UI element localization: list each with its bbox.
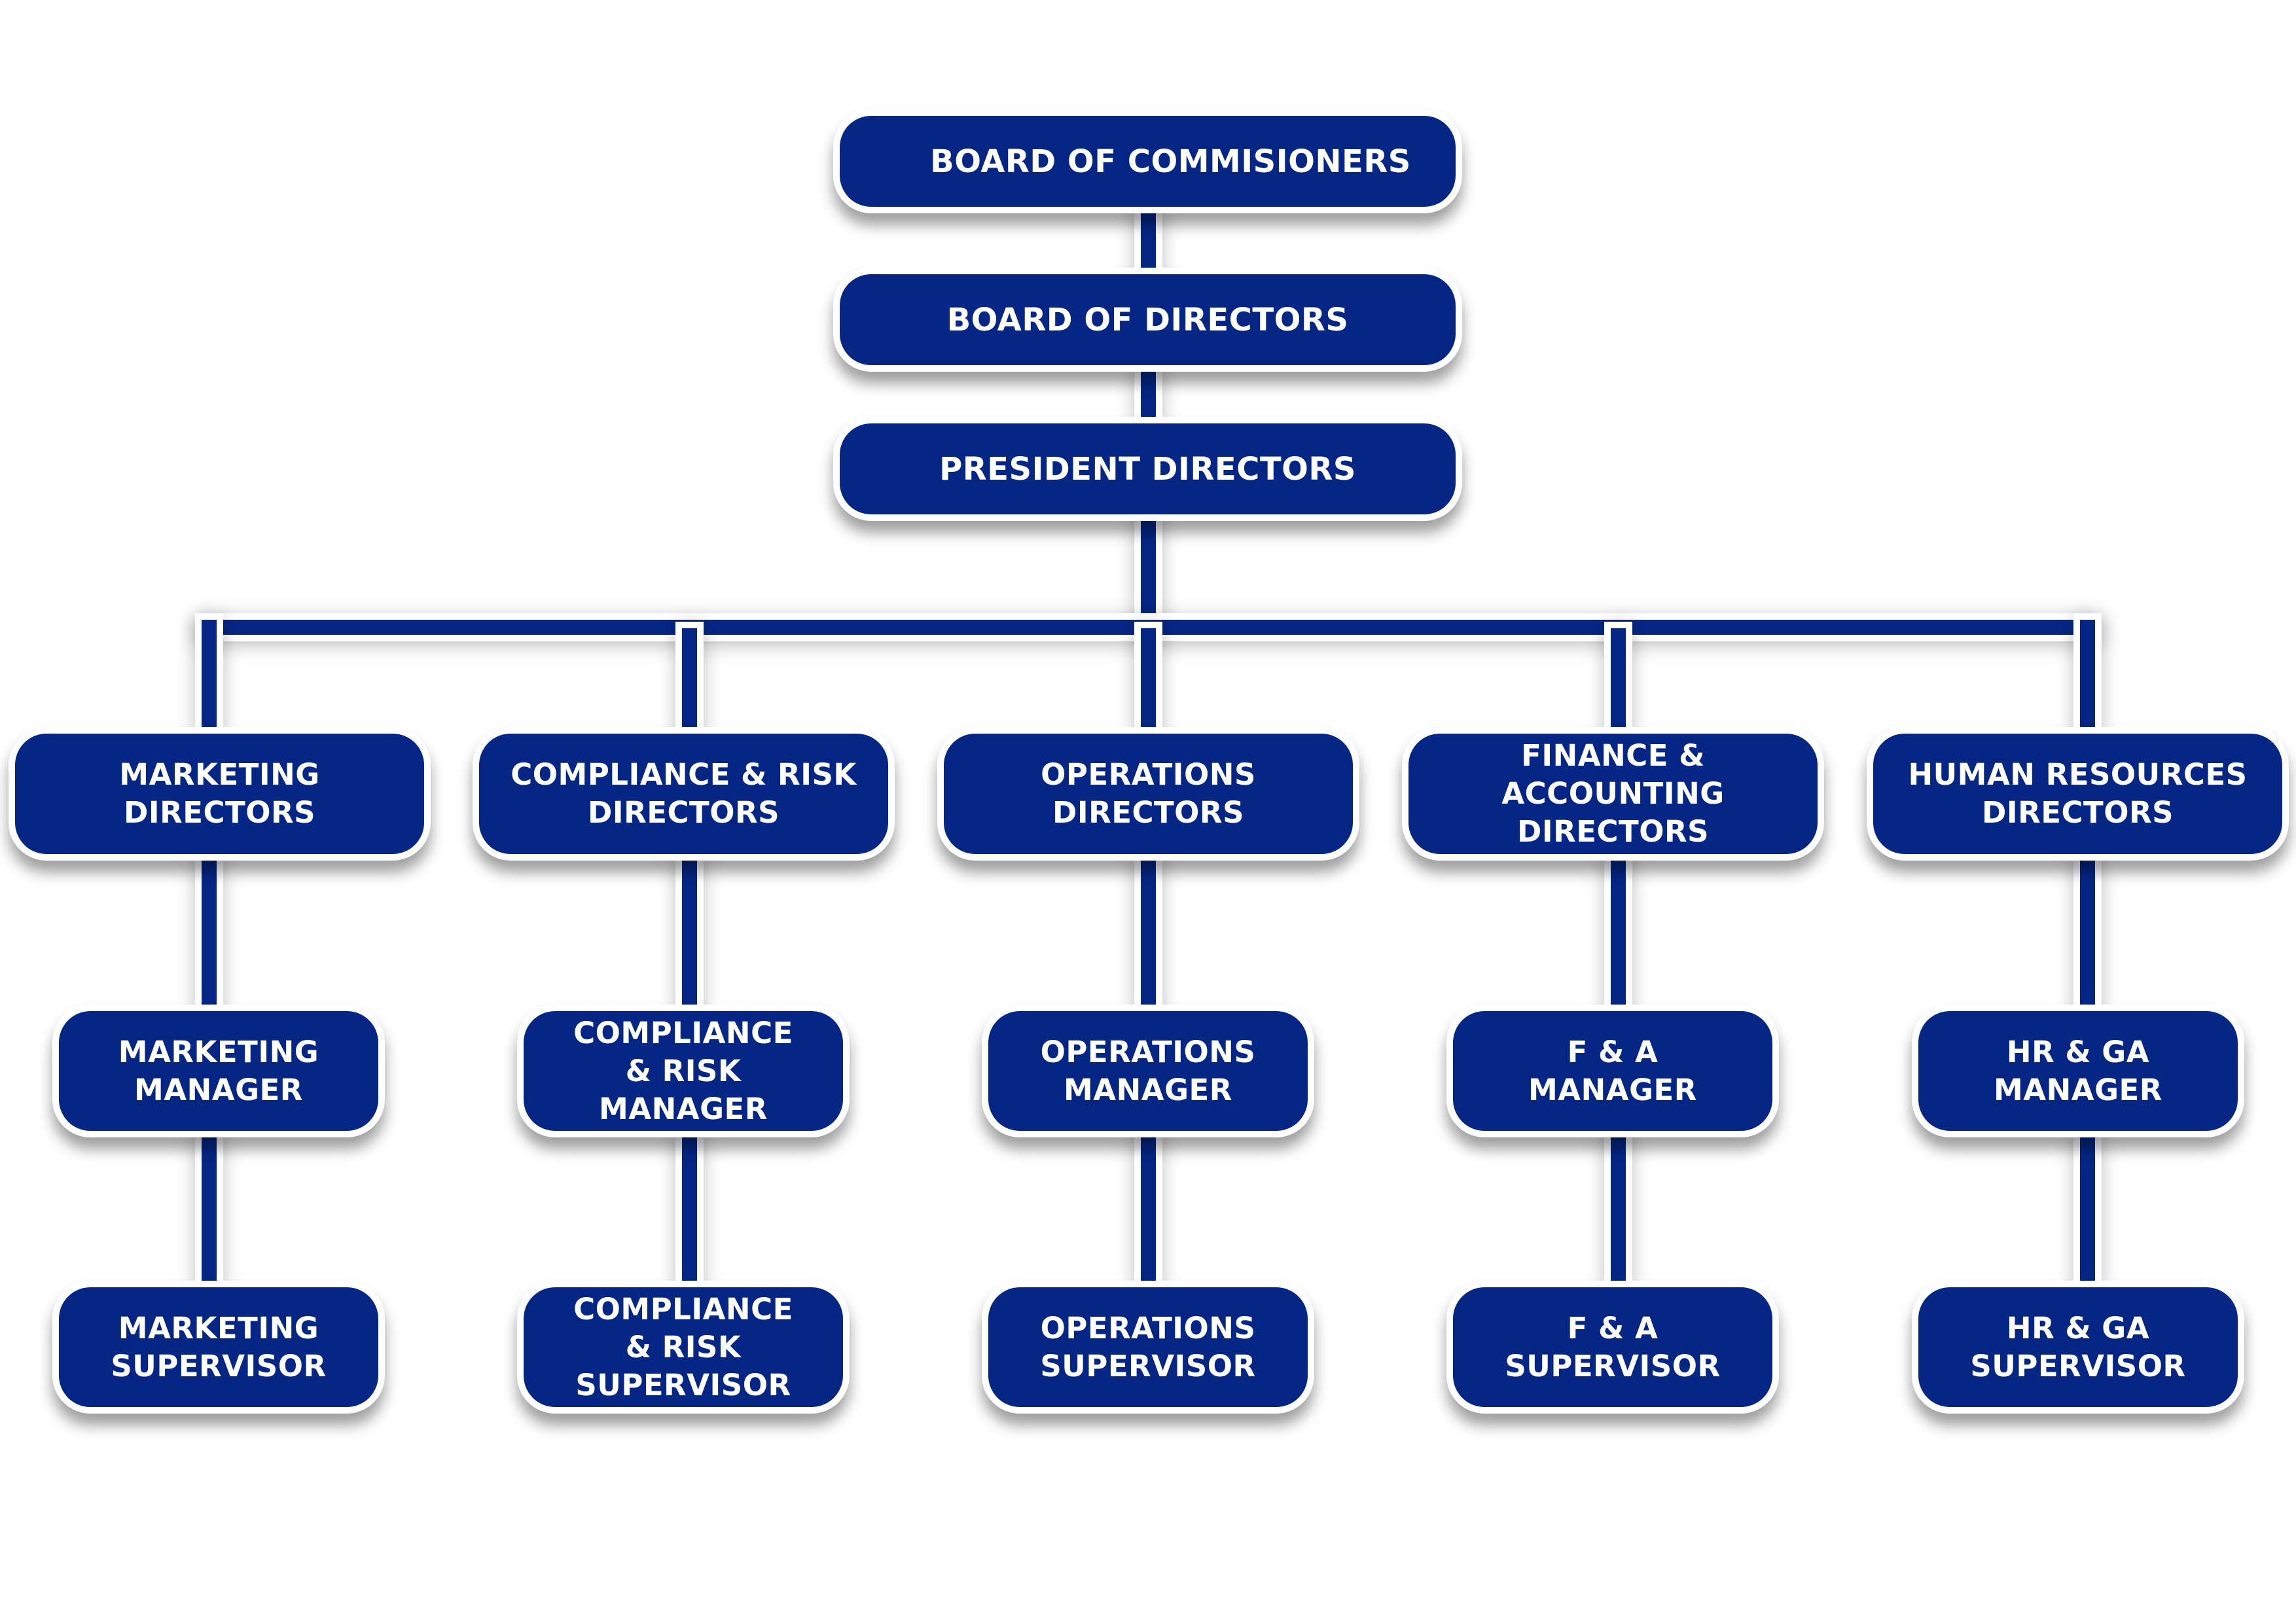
node-label: MARKETING SUPERVISOR [111,1310,327,1383]
node-label: FINANCE & ACCOUNTING DIRECTORS [1501,738,1725,849]
connector-hr-director-manager [2080,857,2095,1008]
node-hr-ga-manager: HR & GA MANAGER [1912,1005,2244,1137]
node-label: COMPLIANCE & RISK DIRECTORS [511,757,857,830]
node-label: COMPLIANCE & RISK MANAGER [573,1015,793,1126]
node-marketing-supervisor: MARKETING SUPERVISOR [52,1281,385,1414]
connector-marketing-director-manager [202,857,217,1008]
node-finance-accounting-directors: FINANCE & ACCOUNTING DIRECTORS [1402,727,1824,861]
connector-president-to-bus [1141,517,1156,628]
node-board-of-commissioners: BOARD OF COMMISIONERS [833,109,1462,213]
node-label: F & A SUPERVISOR [1505,1310,1721,1383]
node-compliance-risk-manager: COMPLIANCE & RISK MANAGER [517,1005,850,1137]
node-label: MARKETING DIRECTORS [119,757,320,830]
drop-connector-marketing [202,620,217,731]
node-label: HR & GA MANAGER [1994,1034,2162,1107]
node-label: COMPLIANCE & RISK SUPERVISOR [573,1291,793,1402]
drop-connector-operations [1141,628,1156,731]
node-marketing-manager: MARKETING MANAGER [52,1005,385,1137]
connector-finance-director-manager [1611,857,1626,1008]
node-compliance-risk-directors: COMPLIANCE & RISK DIRECTORS [473,727,895,861]
node-label: F & A MANAGER [1528,1034,1697,1107]
connector-compliance-director-manager [682,857,697,1008]
connector-directors-to-president [1141,366,1156,422]
connector-hr-manager-supervisor [2080,1133,2095,1284]
node-operations-directors: OPERATIONS DIRECTORS [937,727,1359,861]
connector-compliance-manager-supervisor [682,1133,697,1284]
node-label: PRESIDENT DIRECTORS [939,450,1356,488]
node-compliance-risk-supervisor: COMPLIANCE & RISK SUPERVISOR [517,1281,850,1414]
node-hr-ga-supervisor: HR & GA SUPERVISOR [1912,1281,2244,1414]
drop-connector-finance [1611,628,1626,731]
node-board-of-directors: BOARD OF DIRECTORS [833,268,1462,372]
node-label: HR & GA SUPERVISOR [1970,1310,2186,1383]
node-label: BOARD OF COMMISIONERS [930,143,1411,180]
node-operations-supervisor: OPERATIONS SUPERVISOR [982,1281,1314,1414]
node-marketing-directors: MARKETING DIRECTORS [9,727,431,861]
node-fa-supervisor: F & A SUPERVISOR [1446,1281,1779,1414]
connector-finance-manager-supervisor [1611,1133,1626,1284]
node-label: OPERATIONS DIRECTORS [1041,757,1256,830]
node-president-directors: PRESIDENT DIRECTORS [833,417,1462,521]
node-label: BOARD OF DIRECTORS [946,301,1349,338]
connector-commissioners-to-directors [1141,209,1156,275]
connector-operations-director-manager [1141,857,1156,1008]
node-fa-manager: F & A MANAGER [1446,1005,1779,1137]
node-operations-manager: OPERATIONS MANAGER [982,1005,1314,1137]
node-label: MARKETING MANAGER [118,1034,319,1107]
node-label: OPERATIONS MANAGER [1040,1034,1256,1107]
connector-operations-manager-supervisor [1141,1133,1156,1284]
drop-connector-compliance [682,628,697,731]
drop-connector-hr [2080,620,2095,731]
node-label: HUMAN RESOURCES DIRECTORS [1908,757,2248,830]
connector-marketing-manager-supervisor [202,1133,217,1284]
node-human-resources-directors: HUMAN RESOURCES DIRECTORS [1867,727,2289,861]
node-label: OPERATIONS SUPERVISOR [1040,1310,1256,1383]
